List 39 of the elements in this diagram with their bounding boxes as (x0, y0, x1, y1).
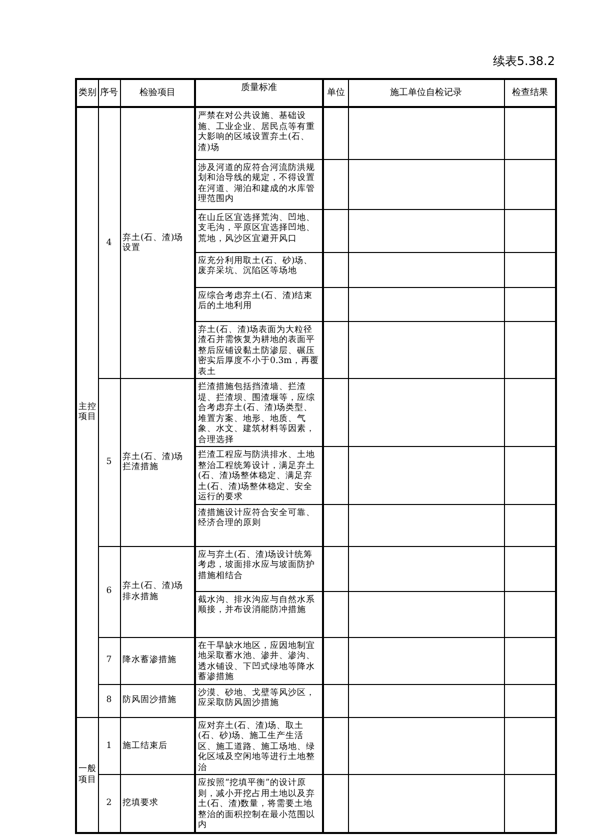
quality-standard: 在山丘区宜选择荒沟、凹地、支毛沟，平原区宜选择凹地、荒地，风沙区宜避开风口 (198, 212, 315, 244)
quality-standard: 拦渣措施包括挡渣墙、拦渣堤、拦渣坝、围渣堰等，应综合考虑弃土(石、渣)场类型、堆置方案、地形、地质、气象、水文、建筑材料等因素，合理选择 (198, 382, 315, 444)
column-header: 类别 (78, 88, 96, 98)
item-number: 2 (106, 798, 112, 808)
inspection-item: 降水蓄渗措施 (122, 655, 176, 666)
quality-standard: 涉及河道的应符合河流防洪规划和治导线的规定，不得设置在河道、湖泊和建成的水库管理范围内 (198, 162, 315, 204)
item-number: 8 (106, 695, 112, 706)
item-number: 6 (106, 586, 112, 596)
quality-standard: 应按照“挖填平衡”的设计原则，减小开挖占用土地以及弃土(石、渣)数量，将需要土地整治的面积控制在最小范围以内 (198, 778, 315, 830)
category-label: 一般项目 (78, 764, 96, 784)
column-header: 单位 (326, 88, 345, 98)
quality-standard: 应对弃土(石、渣)场、取土(石、砂)场、施工生产生活区、施工道路、施工场地、绿化区域及空闲地等进行土地整治 (198, 720, 315, 772)
item-number: 5 (106, 457, 112, 467)
inspection-item: 弃土(石、渣)场设置 (122, 232, 184, 253)
quality-standard: 拦渣工程应与防洪排水、土地整治工程统筹设计，满足弃土(石、渣)场整体稳定、满足弃土(石、渣)场整体稳定、安全运行的要求 (198, 450, 315, 502)
quality-standard: 应与弃土(石、渣)场设计统筹考虑，坡面排水应与坡面防护措施相结合 (198, 550, 315, 580)
column-header: 检查结果 (512, 88, 548, 98)
quality-standard: 弃土(石、渣)场表面为大粒径渣石并需恢复为耕地的表面平整后应铺设黏土防渗层、碾压密实后厚度不小于0.3m，再覆表土 (198, 324, 319, 376)
quality-standard: 沙漠、砂地、戈壁等风沙区，应采取防风固沙措施 (198, 688, 315, 708)
column-header: 序号 (100, 88, 118, 98)
item-number: 1 (106, 740, 112, 750)
quality-standard: 在干旱缺水地区，应因地制宜地采取蓄水池、渗井、渗沟、透水铺设、下凹式绿地等降水蓄渗措施 (198, 640, 315, 682)
table-title: 续表5.38.2 (492, 53, 555, 70)
inspection-item: 弃土(石、渣)场排水措施 (122, 581, 184, 602)
category-label: 主控项目 (78, 402, 96, 422)
inspection-item: 防风固沙措施 (122, 695, 176, 706)
column-header: 质量标准 (241, 83, 277, 93)
quality-standard: 应充分利用取土(石、砂)场、废弃采坑、沉陷区等场地 (198, 256, 313, 276)
quality-standard: 截水沟、排水沟应与自然水系顺接，并布设消能防冲措施 (198, 594, 315, 615)
item-number: 4 (106, 238, 112, 248)
inspection-item: 弃土(石、渣)场拦渣措施 (122, 452, 184, 472)
quality-standard: 应综合考虑弃土(石、渣)结束后的土地利用 (198, 290, 313, 311)
quality-standard: 严禁在对公共设施、基础设施、工业企业、居民点等有重大影响的区域设置弃土(石、渣)场 (198, 111, 315, 152)
inspection-item: 挖填要求 (122, 798, 158, 808)
inspection-item: 施工结束后 (122, 740, 168, 750)
column-header: 施工单位自检记录 (390, 88, 462, 98)
column-header: 检验项目 (139, 88, 176, 98)
item-number: 7 (106, 655, 112, 666)
quality-standard: 渣措施设计应符合安全可靠、经济合理的原则 (198, 508, 315, 528)
